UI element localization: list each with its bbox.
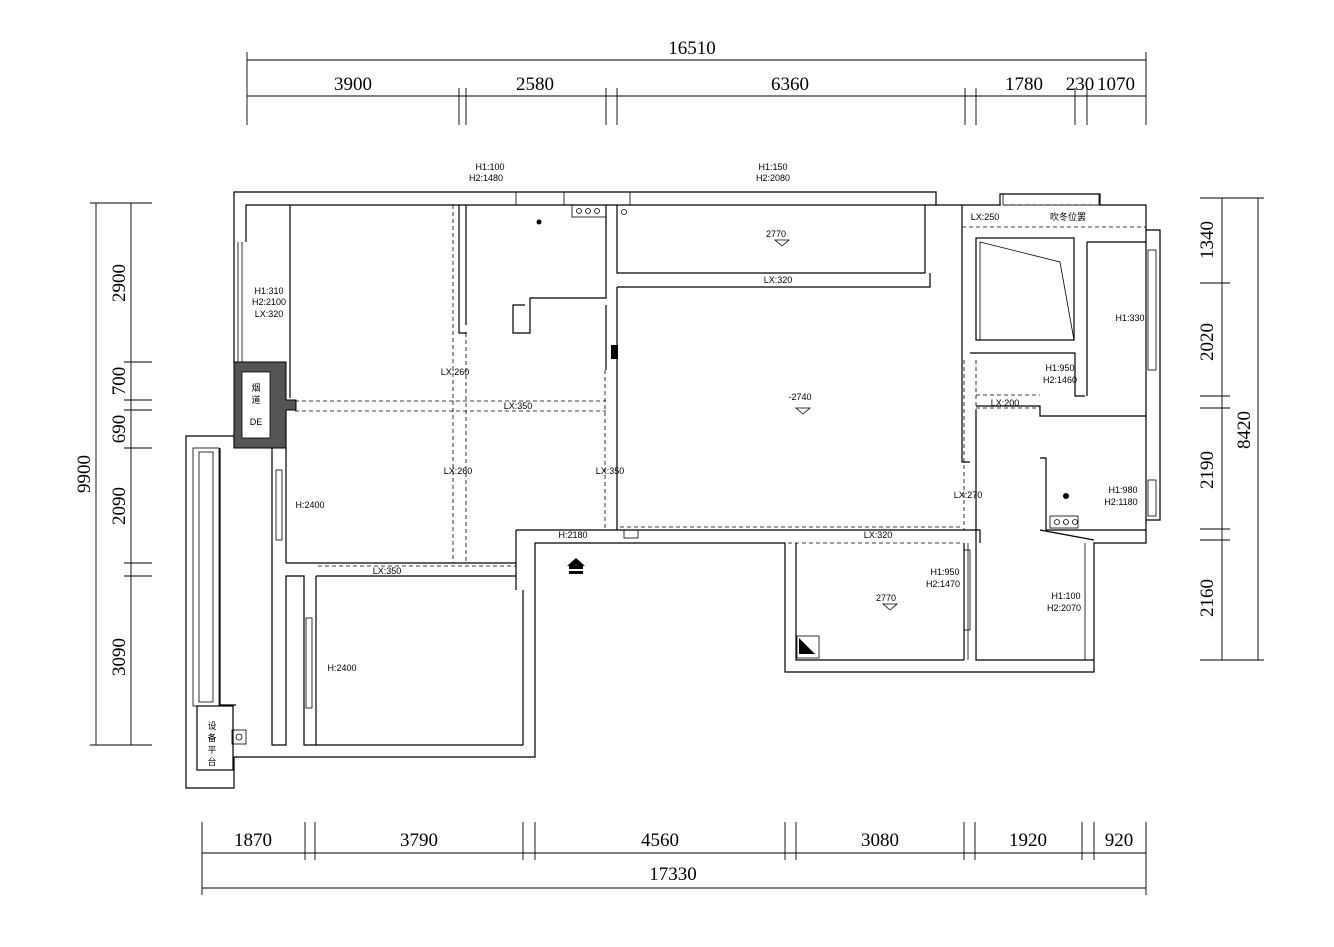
bath-ceiling: 2770 — [876, 593, 896, 603]
dim-left-1: 2900 — [109, 264, 130, 302]
balcony-label-1: 设 — [207, 721, 216, 731]
lx-250: LX:250 — [971, 212, 1000, 222]
right-window-c-h2: H2:1180 — [1104, 497, 1137, 507]
living-level: -2740 — [788, 392, 811, 402]
balcony-label-4: 台 — [207, 756, 216, 767]
cabinet-position: 吹冬位罢 — [1050, 211, 1086, 222]
dim-right-4: 2160 — [1197, 579, 1218, 617]
left-window-lx: LX:320 — [255, 309, 284, 319]
dim-bottom-6: 920 — [1105, 830, 1134, 851]
right-window-b-h1: H1:950 — [1045, 363, 1074, 373]
dim-bottom-total: 17330 — [649, 864, 697, 885]
top-dimensions: 16510 3900 2580 6360 1780 230 1070 — [246, 38, 1147, 125]
dim-top-3: 6360 — [771, 74, 809, 95]
dim-top-4: 1780 — [1005, 74, 1043, 95]
dim-left-3: 690 — [109, 415, 130, 444]
window-top-left-h2: H2:1480 — [469, 173, 503, 183]
window-top-mid-h1: H1:150 — [758, 162, 787, 172]
left-dimensions: 9900 2900 700 690 2090 3090 — [74, 202, 152, 746]
dim-right-total: 8420 — [1234, 411, 1255, 449]
right-window-c-h1: H1:980 — [1108, 485, 1137, 495]
dim-right-3: 2190 — [1197, 451, 1218, 489]
beam-lines — [295, 204, 1146, 577]
right-window-d-h1: H1:950 — [930, 567, 959, 577]
lx-320-top: LX:320 — [764, 275, 793, 285]
dim-bottom-2: 3790 — [400, 830, 438, 851]
balcony-label-3: 平 — [207, 745, 216, 755]
window-top-mid-h2: H2:2080 — [756, 173, 790, 183]
right-dimensions: 1340 2020 2190 2160 8420 — [1197, 197, 1264, 661]
kitchen-ceiling: 2770 — [766, 229, 786, 239]
lx-260-b: LX:260 — [444, 466, 473, 476]
left-window-h2: H2:2100 — [252, 297, 286, 307]
left-window-h1: H1:310 — [254, 286, 283, 296]
lx-350-a: LX:350 — [504, 401, 533, 411]
lx-320-bottom: LX:320 — [864, 530, 893, 540]
right-window-b-h2: H2:1460 — [1043, 375, 1077, 385]
dim-top-total: 16510 — [668, 38, 716, 59]
dim-bottom-4: 3080 — [861, 830, 899, 851]
h-2400-a: H:2400 — [295, 500, 324, 510]
annotations: H1:100 H2:1480 H1:150 H2:2080 2770 LX:32… — [207, 162, 1144, 767]
dim-right-1: 1340 — [1197, 221, 1218, 259]
balcony-label-2: 备 — [207, 732, 216, 743]
dim-top-2: 2580 — [516, 74, 554, 95]
h-2180: H:2180 — [558, 530, 587, 540]
lx-270: LX:270 — [954, 490, 983, 500]
lx-350-c: LX:350 — [373, 566, 402, 576]
exterior-walls — [185, 191, 1161, 789]
right-window-d-h2: H2:1470 — [926, 579, 960, 589]
column-label-3: DE — [250, 417, 263, 427]
dim-left-5: 3090 — [109, 638, 130, 676]
lx-200: LX:200 — [991, 398, 1020, 408]
column-label-2: 道 — [251, 394, 260, 405]
dim-bottom-3: 4560 — [641, 830, 679, 851]
dim-top-1: 3900 — [334, 74, 372, 95]
dim-left-2: 700 — [109, 367, 130, 396]
dim-bottom-1: 1870 — [234, 830, 272, 851]
dim-top-5: 230 — [1066, 74, 1095, 95]
lx-350-b: LX:350 — [596, 466, 625, 476]
h-2400-b: H:2400 — [327, 663, 356, 673]
bottom-dimensions: 1870 3790 4560 3080 1920 920 17330 — [201, 822, 1147, 895]
right-window-e-h2: H2:2070 — [1047, 603, 1081, 613]
column-label-1: 烟 — [251, 382, 260, 393]
dim-top-6: 1070 — [1097, 74, 1135, 95]
dim-left-total: 9900 — [74, 455, 95, 493]
right-window-a: H1:330 — [1115, 313, 1144, 323]
fixtures — [231, 204, 1157, 745]
dim-left-4: 2090 — [109, 487, 130, 525]
lx-260-a: LX:260 — [441, 367, 470, 377]
dim-bottom-5: 1920 — [1009, 830, 1047, 851]
window-top-left-h1: H1:100 — [475, 162, 504, 172]
right-window-e-h1: H1:100 — [1051, 591, 1080, 601]
dim-right-2: 2020 — [1197, 323, 1218, 361]
